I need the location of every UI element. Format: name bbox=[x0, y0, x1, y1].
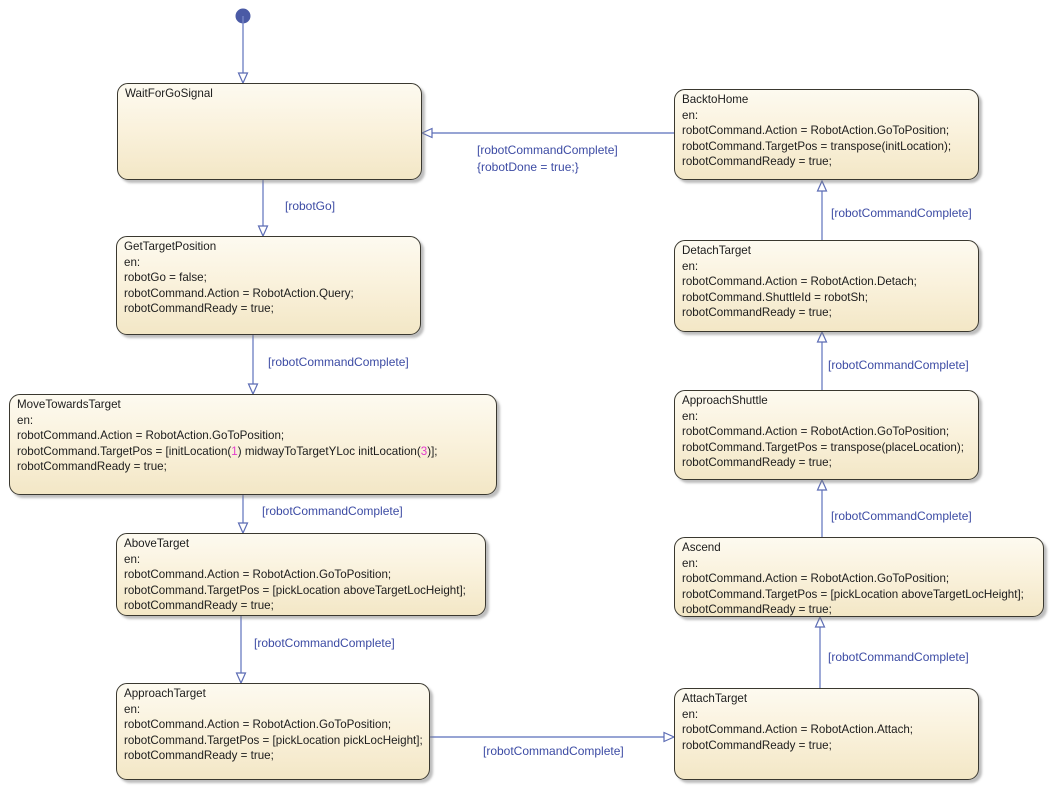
state-action-line: robotCommand.TargetPos = [pickLocation a… bbox=[682, 587, 1024, 601]
transition-label[interactable]: [robotCommandComplete] bbox=[477, 143, 618, 157]
state-action-line: robotCommand.Action = RobotAction.GoToPo… bbox=[124, 568, 392, 581]
state-action-line: robotCommandReady = true; bbox=[682, 306, 832, 319]
state-move-towards-target[interactable]: MoveTowardsTarget en: robotCommand.Action … bbox=[9, 394, 497, 495]
state-action-line: en: bbox=[124, 552, 141, 566]
state-back-to-home[interactable]: BacktoHome en: robotCommand.Action = Robot… bbox=[674, 89, 979, 180]
state-action-line: robotCommand.Action = RobotAction.Attach… bbox=[682, 723, 914, 736]
state-get-target-position[interactable]: GetTargetPosition en: robotGo = false; robo… bbox=[116, 236, 421, 335]
transition-arrowhead bbox=[420, 127, 433, 139]
state-action-line: robotCommand.ShuttleId = robotSh; bbox=[682, 290, 868, 304]
state-approach-target[interactable]: ApproachTarget en: robotCommand.Action = R… bbox=[116, 683, 430, 780]
state-title: WaitForGoSignal bbox=[125, 87, 213, 100]
state-title: ApproachTarget bbox=[124, 687, 206, 700]
transition-arrowhead bbox=[816, 330, 828, 343]
state-action-line: en: bbox=[682, 556, 699, 570]
state-action-line: robotCommandReady = true; bbox=[124, 749, 274, 762]
state-action-line: en: bbox=[682, 409, 699, 423]
state-title: GetTargetPosition bbox=[124, 240, 217, 253]
transition-label[interactable]: [robotCommandComplete] bbox=[828, 650, 969, 664]
state-action-line: robotCommand.Action = RobotAction.GoToPo… bbox=[682, 425, 950, 438]
state-action-line: robotCommand.Action = RobotAction.Detach… bbox=[682, 275, 917, 288]
state-action-line: robotCommand.Action = RobotAction.GoToPo… bbox=[124, 718, 392, 731]
state-attach-target[interactable]: AttachTarget en: robotCommand.Action = Rob… bbox=[674, 688, 979, 780]
state-action-line: robotCommand.Action = RobotAction.GoToPo… bbox=[17, 429, 285, 442]
transition-label[interactable]: [robotCommandComplete] bbox=[831, 206, 972, 220]
state-wait-for-go-signal[interactable]: WaitForGoSignal bbox=[117, 83, 422, 180]
state-action-line: robotCommandReady = true; bbox=[124, 302, 274, 315]
state-action-line: robotCommand.TargetPos = [pickLocation a… bbox=[124, 583, 466, 597]
state-ascend[interactable]: Ascend en: robotCommand.Action = RobotActi… bbox=[674, 537, 1044, 617]
state-action-line: en: bbox=[682, 707, 699, 721]
state-action-line: robotCommandReady = true; bbox=[682, 603, 832, 616]
state-action-line: robotCommandReady = true; bbox=[17, 460, 167, 473]
transition-label[interactable]: [robotGo] bbox=[285, 199, 336, 213]
transition-arrowhead bbox=[816, 179, 828, 192]
state-action-line: en: bbox=[17, 413, 34, 427]
state-action-line: robotCommand.TargetPos = transpose(initL… bbox=[682, 139, 952, 153]
transition-arrowhead bbox=[816, 478, 828, 491]
state-action-line: robotCommandReady = true; bbox=[682, 155, 832, 168]
state-action-line: robotCommand.Action = RobotAction.GoToPo… bbox=[682, 124, 950, 137]
state-above-target[interactable]: AboveTarget en: robotCommand.Action = Robo… bbox=[116, 533, 486, 616]
state-title: Ascend bbox=[682, 541, 721, 554]
state-title: AttachTarget bbox=[682, 692, 748, 705]
transition-label[interactable]: {robotDone = true;} bbox=[477, 160, 579, 174]
transition-arrowhead bbox=[235, 672, 247, 685]
state-title: MoveTowardsTarget bbox=[17, 398, 121, 411]
state-title: ApproachShuttle bbox=[682, 394, 768, 407]
number-literal: 1 bbox=[231, 444, 238, 458]
state-title: BacktoHome bbox=[682, 93, 749, 106]
state-action-line: robotCommandReady = true; bbox=[682, 456, 832, 469]
state-approach-shuttle[interactable]: ApproachShuttle en: robotCommand.Action = … bbox=[674, 390, 979, 480]
transition-arrowhead bbox=[247, 383, 259, 396]
state-action-line: robotCommand.TargetPos = transpose(place… bbox=[682, 440, 964, 454]
transition-arrowhead bbox=[237, 72, 249, 85]
transition-label[interactable]: [robotCommandComplete] bbox=[254, 636, 395, 650]
transition-label[interactable]: [robotCommandComplete] bbox=[831, 509, 972, 523]
state-action-line: robotGo = false; bbox=[124, 271, 207, 284]
state-action-line: en: bbox=[682, 259, 699, 273]
state-detach-target[interactable]: DetachTarget en: robotCommand.Action = Rob… bbox=[674, 240, 979, 332]
state-action-line: robotCommand.Action = RobotAction.GoToPo… bbox=[682, 572, 950, 585]
state-action-line: robotCommand.TargetPos = [pickLocation p… bbox=[124, 733, 423, 747]
state-action-line: robotCommandReady = true; bbox=[682, 738, 832, 752]
number-literal: 3 bbox=[420, 444, 428, 458]
state-action-line: en: bbox=[124, 702, 141, 716]
state-action-line: robotCommand.Action = RobotAction.Query; bbox=[124, 286, 354, 300]
transition-label[interactable]: [robotCommandComplete] bbox=[828, 358, 969, 372]
state-action-line: en: bbox=[124, 255, 141, 269]
transition-arrowhead bbox=[663, 731, 676, 743]
transition-arrowhead bbox=[237, 522, 249, 535]
state-action-line: robotCommand.TargetPos = [initLocation(1… bbox=[17, 444, 438, 458]
transition-label[interactable]: [robotCommandComplete] bbox=[262, 504, 403, 518]
state-action-line: en: bbox=[682, 108, 699, 122]
transition-label[interactable]: [robotCommandComplete] bbox=[483, 744, 624, 758]
transition-label[interactable]: [robotCommandComplete] bbox=[268, 355, 409, 369]
transition-arrowhead bbox=[257, 225, 269, 238]
transition-arrowhead bbox=[814, 615, 826, 628]
state-title: AboveTarget bbox=[124, 537, 190, 550]
state-action-line: robotCommandReady = true; bbox=[124, 599, 274, 612]
state-title: DetachTarget bbox=[682, 244, 751, 257]
